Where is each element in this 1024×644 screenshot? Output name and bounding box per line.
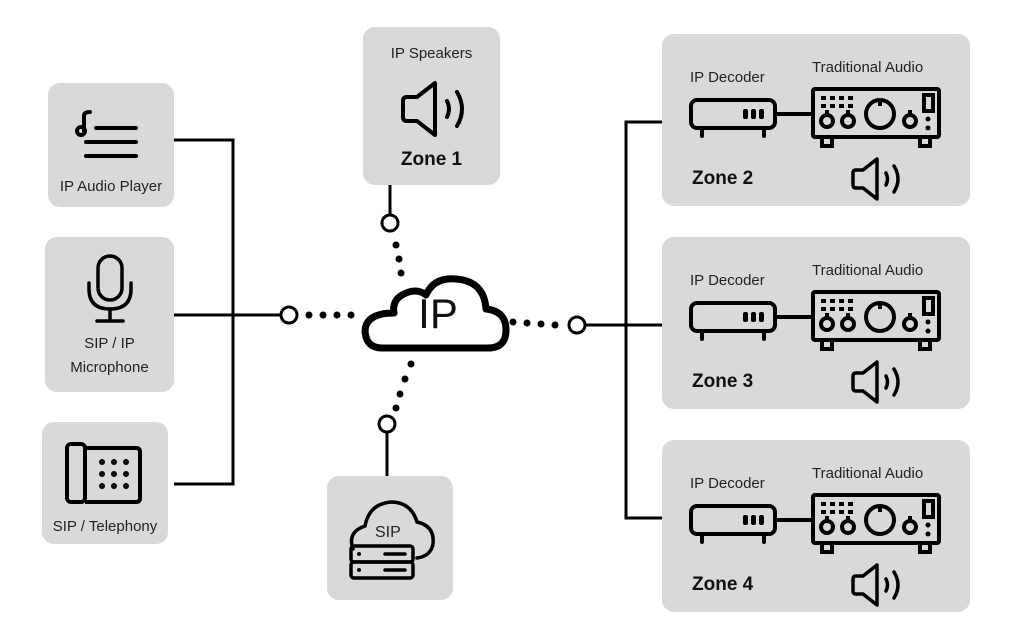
amplifier-icon <box>811 87 941 148</box>
ip-decoder-icon <box>689 504 812 544</box>
ip-audio-player-label: IP Audio Player <box>59 178 163 195</box>
ip-speakers-label: IP Speakers <box>390 45 473 62</box>
zone-label: Zone 3 <box>692 371 754 392</box>
zone-label: Zone 4 <box>692 574 754 595</box>
right-connector-node <box>567 315 587 335</box>
ip-audio-player-card: IP Audio Player <box>48 83 174 207</box>
sip-telephony-label: SIP / Telephony <box>52 518 158 535</box>
bottom-connector-node <box>377 414 397 434</box>
zone-1-label: Zone 1 <box>400 149 463 170</box>
speaker-icon <box>851 360 900 404</box>
ip-speakers-card: IP Speakers Zone 1 <box>363 27 500 185</box>
sip-ip-microphone-label-line1: SIP / IP <box>84 335 135 352</box>
desk-phone-icon <box>65 442 142 504</box>
speaker-icon <box>851 563 900 607</box>
sip-ip-microphone-card: SIP / IP Microphone <box>45 237 174 392</box>
speaker-icon <box>401 81 464 137</box>
sip-ip-microphone-label-line2: Microphone <box>70 359 149 376</box>
source-bus-line <box>174 138 235 486</box>
zone-bus-line <box>624 120 662 520</box>
cloud-icon <box>361 275 510 352</box>
ip-decoder-label: IP Decoder <box>690 475 765 492</box>
traditional-audio-label: Traditional Audio <box>812 59 924 76</box>
amplifier-icon <box>811 493 941 554</box>
left-connector-node <box>279 305 299 325</box>
ip-decoder-label: IP Decoder <box>690 272 765 289</box>
top-connector-node <box>380 213 400 233</box>
music-playlist-icon <box>75 110 138 158</box>
sip-server-card: SIP <box>327 476 453 600</box>
cloud-server-icon <box>349 500 435 580</box>
ip-hub-label: IP <box>418 290 458 337</box>
sip-server-label: SIP <box>375 524 401 541</box>
traditional-audio-label: Traditional Audio <box>812 262 924 279</box>
ip-decoder-icon <box>689 98 812 138</box>
speaker-icon <box>851 157 900 201</box>
traditional-audio-label: Traditional Audio <box>812 465 924 482</box>
ip-decoder-label: IP Decoder <box>690 69 765 86</box>
amplifier-icon <box>811 290 941 351</box>
zone-card-4: IP Decoder Traditional Audio <box>662 440 970 612</box>
sip-telephony-card: SIP / Telephony <box>42 422 168 544</box>
zone-label: Zone 2 <box>692 168 754 189</box>
ip-decoder-icon <box>689 301 812 341</box>
zone-card-2: IP Decoder Traditional Audio <box>662 34 970 206</box>
zone-card-3: IP Decoder Traditional Audio <box>662 237 970 409</box>
microphone-icon <box>87 254 133 323</box>
